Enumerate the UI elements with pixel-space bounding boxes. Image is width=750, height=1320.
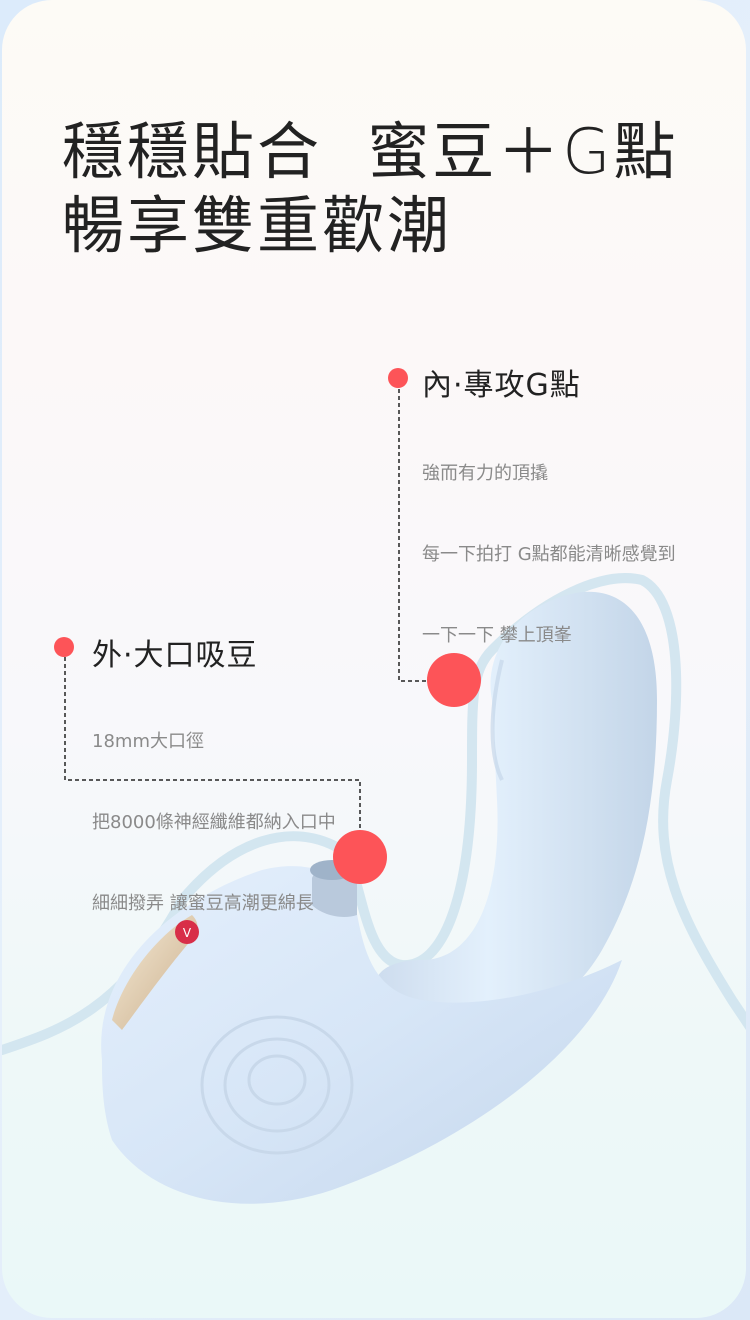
headline-line-1: 穩穩貼合 蜜豆＋G點 [62, 115, 679, 188]
inner-callout-line: 強而有力的頂撬 [422, 463, 548, 484]
power-button-icon [175, 920, 199, 944]
headline-line-2: 暢享雙重歡潮 [62, 189, 453, 262]
leader-line-outer [64, 650, 361, 835]
inner-callout-body: 強而有力的頂撬 每一下拍打 G點都能清晰感覺到 一下一下 攀上頂峯 [422, 406, 676, 703]
suction-marker [333, 830, 387, 884]
leader-line-inner [398, 382, 432, 682]
headline: 穩穩貼合 蜜豆＋G點 暢享雙重歡潮 [62, 115, 678, 263]
outer-callout-body: 18mm大口徑 把8000條神經纖維都納入口中 細細撥弄 讓蜜豆高潮更綿長 [92, 674, 336, 971]
svg-text:V: V [183, 926, 192, 940]
outer-callout-line: 細細撥弄 讓蜜豆高潮更綿長 [92, 893, 314, 914]
g-spot-marker [427, 653, 481, 707]
inner-callout-line: 每一下拍打 G點都能清晰感覺到 [422, 544, 676, 565]
outer-callout-line: 18mm大口徑 [92, 731, 204, 752]
inner-callout-title: 內·專攻G點 [422, 368, 581, 403]
inner-callout-line: 一下一下 攀上頂峯 [422, 625, 572, 646]
inner-callout-dot [388, 368, 408, 388]
suction-head [101, 866, 623, 1204]
outline-path [2, 573, 746, 1055]
spiral-rings [200, 1015, 354, 1155]
g-spot-arm [375, 591, 657, 1033]
outer-callout-line: 把8000條神經纖維都納入口中 [92, 812, 336, 833]
outer-callout-title: 外·大口吸豆 [92, 638, 258, 673]
outer-callout-dot [54, 637, 74, 657]
control-panel [112, 915, 198, 1030]
